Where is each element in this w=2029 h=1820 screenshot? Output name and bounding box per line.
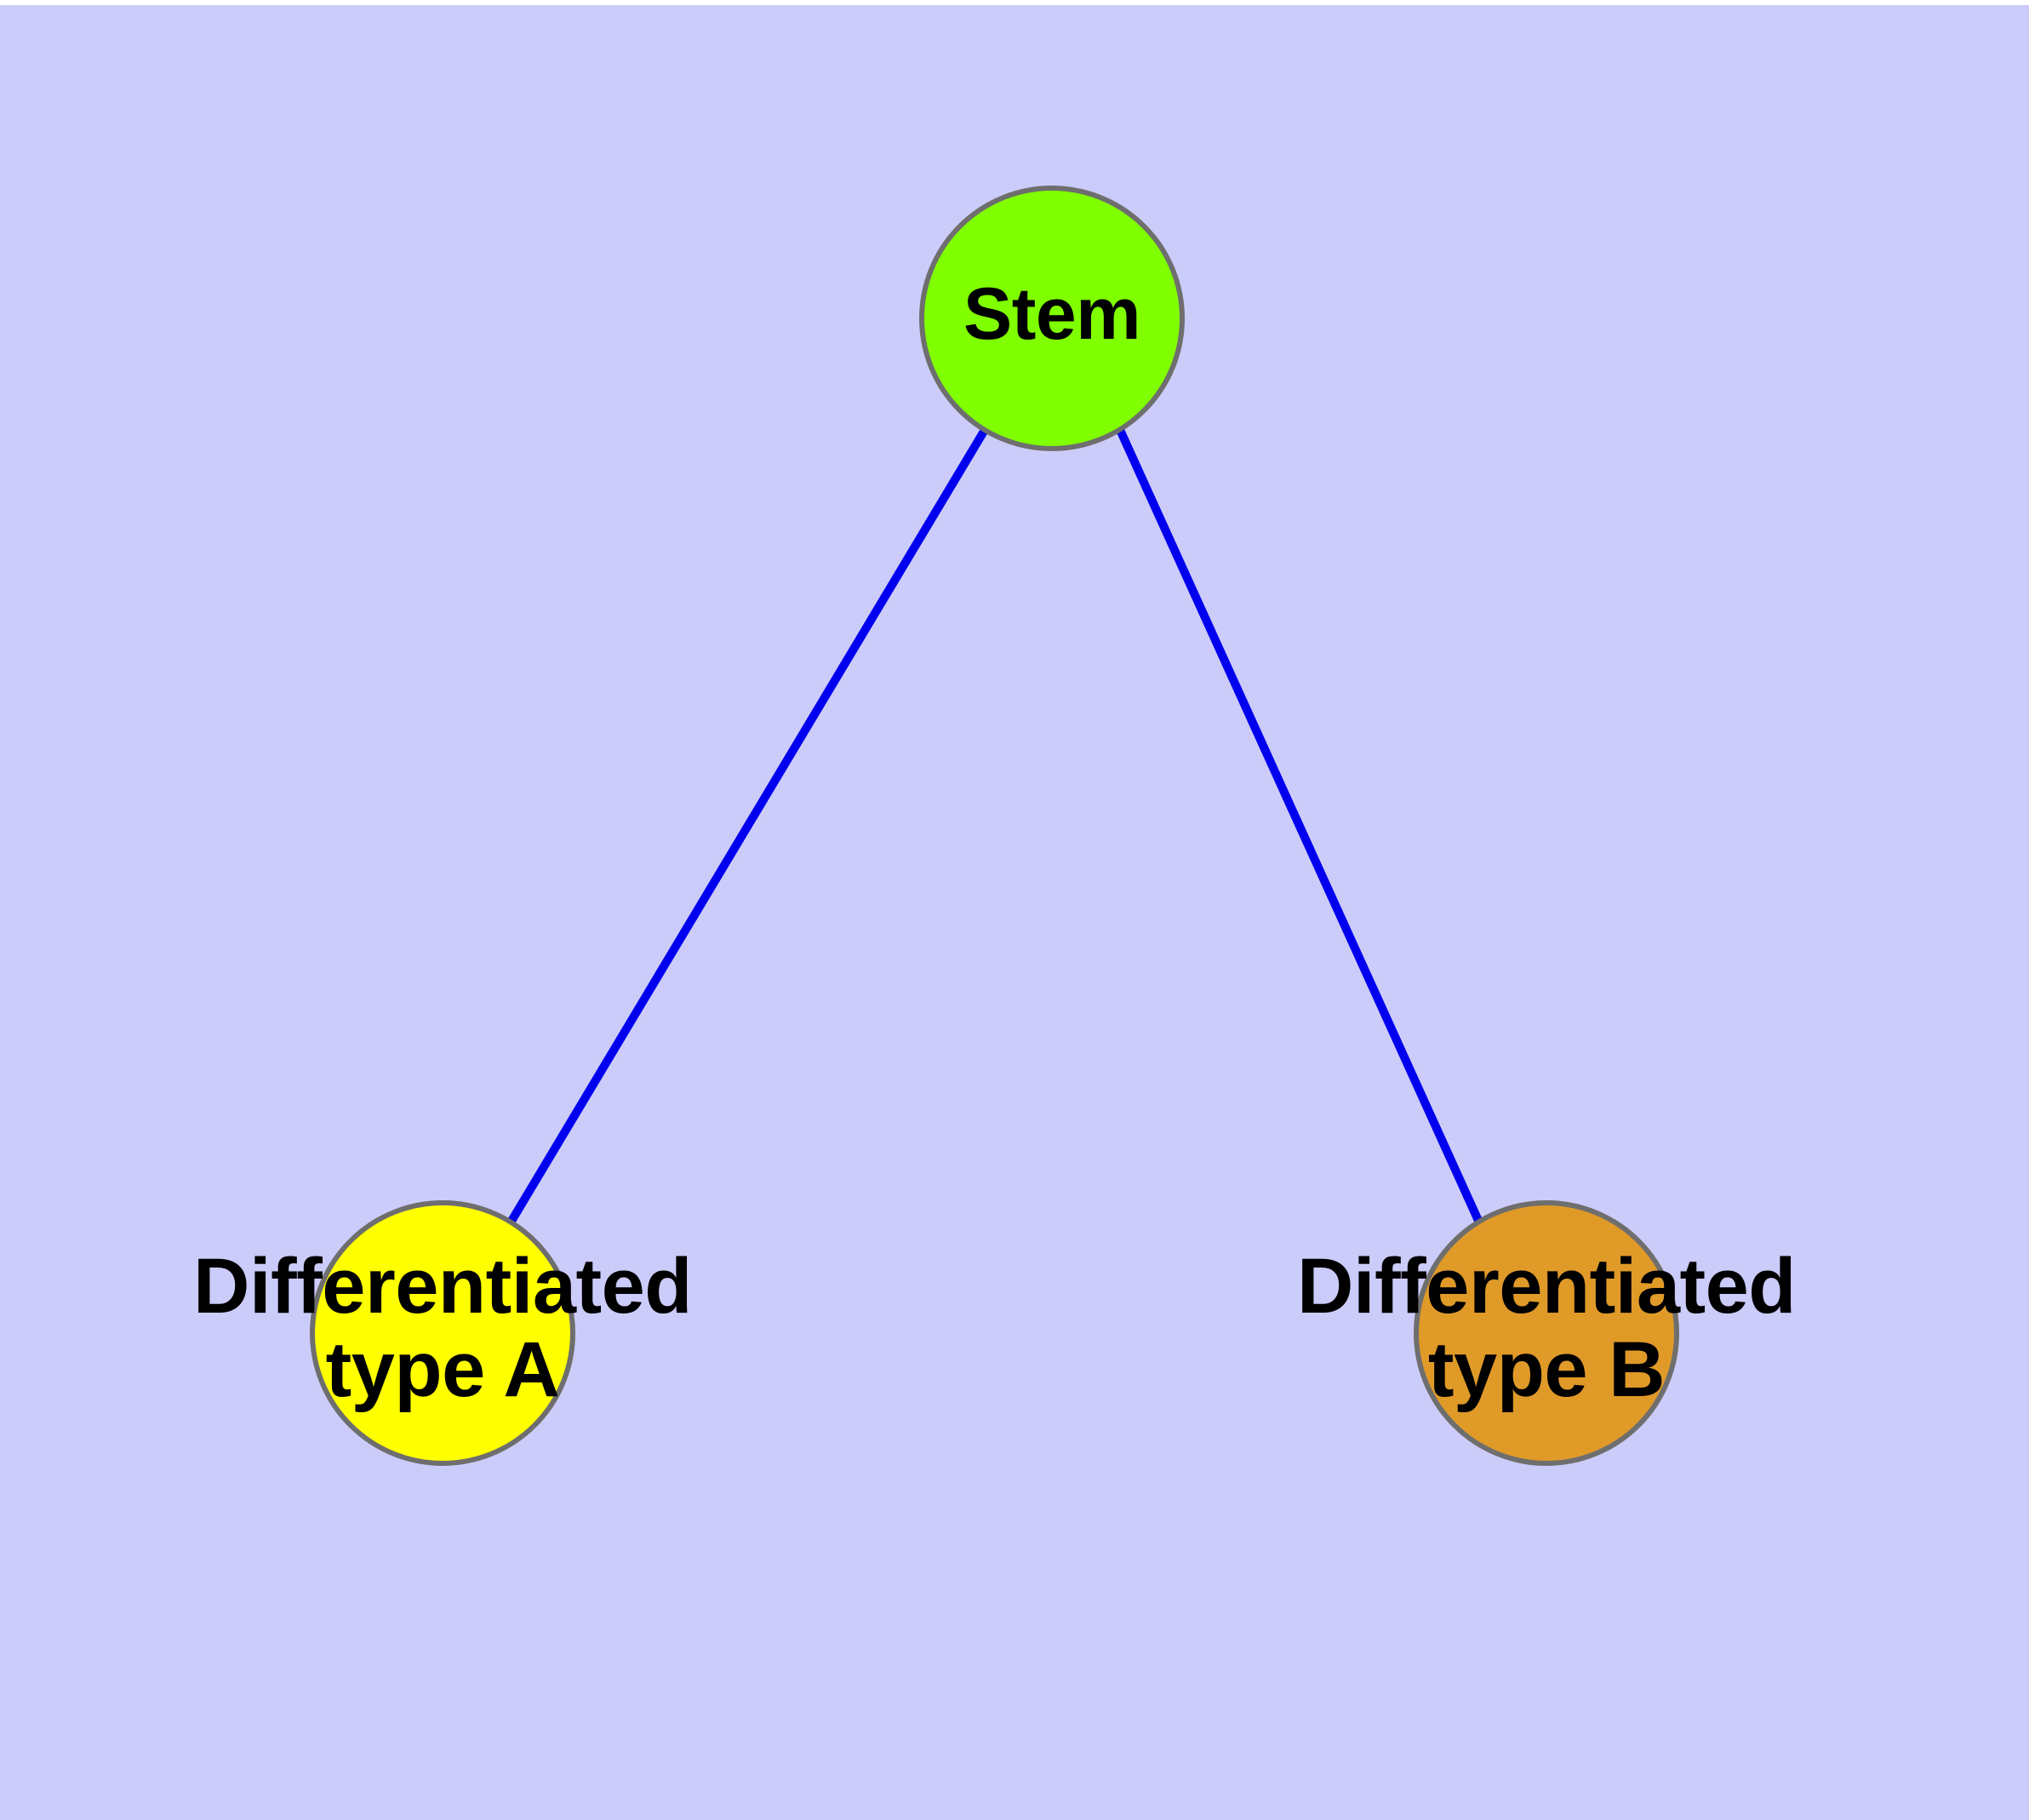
node-diff-type-b[interactable] [1414,1200,1679,1466]
node-diff-type-a[interactable] [310,1200,575,1466]
edge-stem-to-diff-type-b [1116,427,1483,1225]
nodes-group [310,186,1679,1466]
edge-stem-to-diff-type-a [506,427,989,1225]
edges-group [506,427,1483,1225]
node-stem[interactable] [919,186,1185,451]
